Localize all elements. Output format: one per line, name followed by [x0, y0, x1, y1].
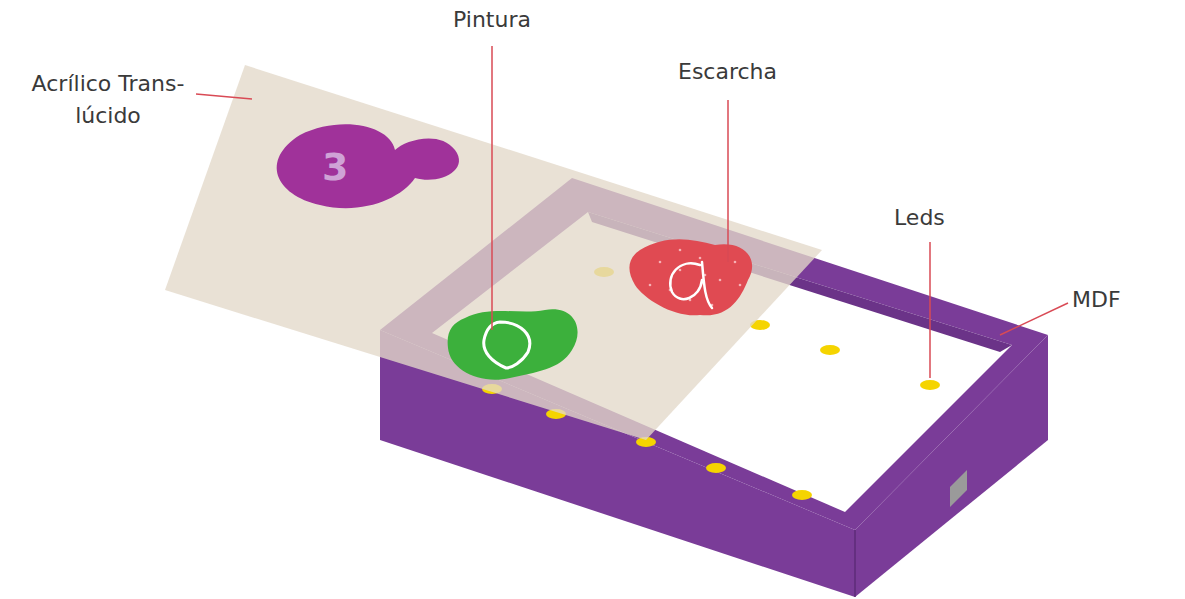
purple-blob [277, 124, 459, 208]
part-label: Pintura [453, 4, 531, 36]
paint-blob [448, 309, 578, 379]
acrylic-sheet [165, 65, 822, 440]
leader-lines [196, 46, 1068, 378]
part-label: Escarcha [678, 56, 777, 88]
switch [950, 470, 967, 507]
part-label: MDF [1072, 284, 1121, 316]
part-label: Leds [894, 202, 945, 234]
part-label: Acrílico Trans- lúcido [18, 68, 198, 132]
callout-number: 3 [322, 140, 348, 195]
glitter-blob [629, 239, 752, 315]
